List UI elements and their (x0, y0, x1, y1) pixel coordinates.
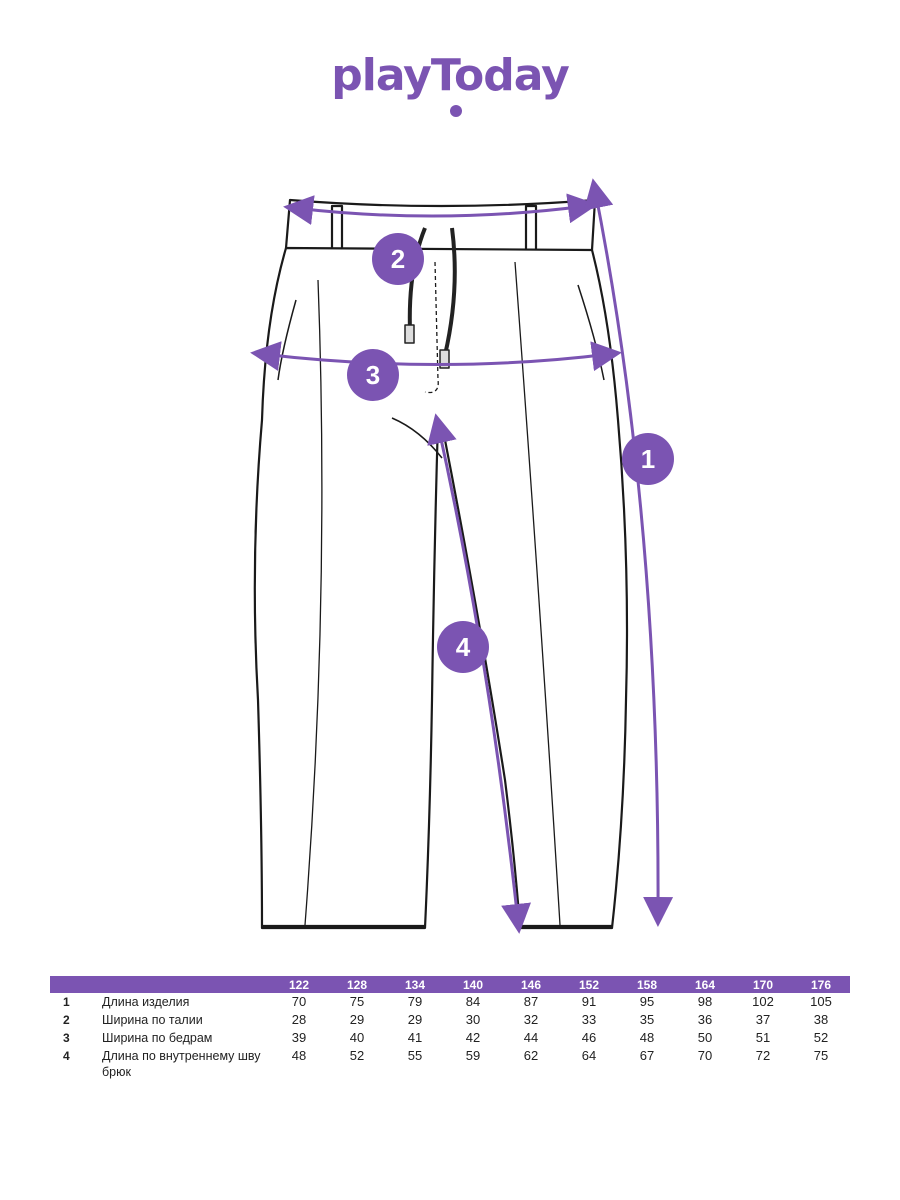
table-cell: 28 (291, 1012, 307, 1027)
table-cell: 48 (639, 1030, 655, 1045)
marker-4: 4 (437, 621, 489, 673)
row-label: Ширина по талии (102, 1013, 203, 1027)
size-header: 170 (752, 977, 774, 992)
table-cell: 29 (349, 1012, 365, 1027)
table-cell: 75 (349, 994, 365, 1009)
row-label: Длина изделия (102, 995, 190, 1009)
size-header: 134 (404, 977, 426, 992)
table-cell: 70 (697, 1048, 713, 1063)
size-header-row: 122 128 134 140 146 152 158 164 170 176 (50, 976, 850, 993)
table-cell: 52 (349, 1048, 365, 1063)
marker-2: 2 (372, 233, 424, 285)
table-cell: 55 (407, 1048, 423, 1063)
table-cell: 32 (523, 1012, 539, 1027)
row-number: 3 (63, 1031, 70, 1045)
table-cell: 67 (639, 1048, 655, 1063)
table-cell: 35 (639, 1012, 655, 1027)
table-cell: 50 (697, 1030, 713, 1045)
marker-1-label: 1 (641, 444, 655, 474)
table-cell: 62 (523, 1048, 539, 1063)
table-cell: 39 (291, 1030, 307, 1045)
marker-3: 3 (347, 349, 399, 401)
waist-measure-line (283, 193, 598, 225)
table-cell: 75 (813, 1048, 829, 1063)
row-number: 1 (63, 995, 70, 1009)
table-cell: 102 (752, 994, 774, 1009)
table-cell: 64 (581, 1048, 597, 1063)
size-header: 140 (462, 977, 484, 992)
row-number: 2 (63, 1013, 70, 1027)
brand-logo: playToday (0, 48, 900, 118)
row-number: 4 (63, 1049, 70, 1063)
length-measure-line (583, 178, 674, 927)
table-row: 4 Длина по внутреннему шву брюк 48 52 55… (50, 1047, 850, 1081)
pants-diagram: 2 3 1 4 (250, 178, 674, 934)
table-row: 2 Ширина по талии 28 29 29 30 32 33 35 3… (50, 1011, 850, 1029)
size-header: 122 (288, 977, 310, 992)
table-row: 1 Длина изделия 70 75 79 84 87 91 95 98 … (50, 993, 850, 1011)
table-cell: 48 (291, 1048, 307, 1063)
table-cell: 46 (581, 1030, 597, 1045)
table-cell: 41 (407, 1030, 423, 1045)
table-cell: 29 (407, 1012, 423, 1027)
table-cell: 84 (465, 994, 481, 1009)
size-header: 158 (636, 977, 658, 992)
table-row: 3 Ширина по бедрам 39 40 41 42 44 46 48 … (50, 1029, 850, 1047)
table-cell: 105 (810, 994, 832, 1009)
header-blank (50, 976, 102, 993)
marker-2-label: 2 (391, 244, 405, 274)
table-cell: 37 (755, 1012, 771, 1027)
table-cell: 72 (755, 1048, 771, 1063)
table-cell: 30 (465, 1012, 481, 1027)
table-cell: 51 (755, 1030, 771, 1045)
table-cell: 40 (349, 1030, 365, 1045)
marker-3-label: 3 (366, 360, 380, 390)
size-header: 176 (810, 977, 832, 992)
size-header: 164 (694, 977, 716, 992)
hip-measure-line (250, 341, 622, 372)
table-cell: 70 (291, 994, 307, 1009)
row-label: Длина по внутреннему шву брюк (102, 1049, 261, 1079)
table-cell: 79 (407, 994, 423, 1009)
inseam-measure-line (427, 413, 532, 934)
measure-lines (250, 178, 674, 934)
table-cell: 52 (813, 1030, 829, 1045)
table-cell: 98 (697, 994, 713, 1009)
row-label: Ширина по бедрам (102, 1031, 213, 1045)
marker-1: 1 (622, 433, 674, 485)
table-cell: 87 (523, 994, 539, 1009)
table-cell: 95 (639, 994, 655, 1009)
size-header: 128 (346, 977, 368, 992)
table-cell: 44 (523, 1030, 539, 1045)
table-cell: 36 (697, 1012, 713, 1027)
table-cell: 91 (581, 994, 597, 1009)
brand-logo-dot (450, 105, 462, 117)
brand-logo-text: playToday (331, 50, 569, 101)
size-header: 146 (520, 977, 542, 992)
table-cell: 42 (465, 1030, 481, 1045)
marker-4-label: 4 (456, 632, 471, 662)
header-blank (102, 976, 270, 993)
table-cell: 33 (581, 1012, 597, 1027)
size-table: 122 128 134 140 146 152 158 164 170 176 … (50, 976, 850, 1081)
table-cell: 38 (813, 1012, 829, 1027)
pants-outline (253, 198, 629, 930)
table-cell: 59 (465, 1048, 481, 1063)
size-header: 152 (578, 977, 600, 992)
brand-logo-mark: playToday (331, 50, 570, 117)
